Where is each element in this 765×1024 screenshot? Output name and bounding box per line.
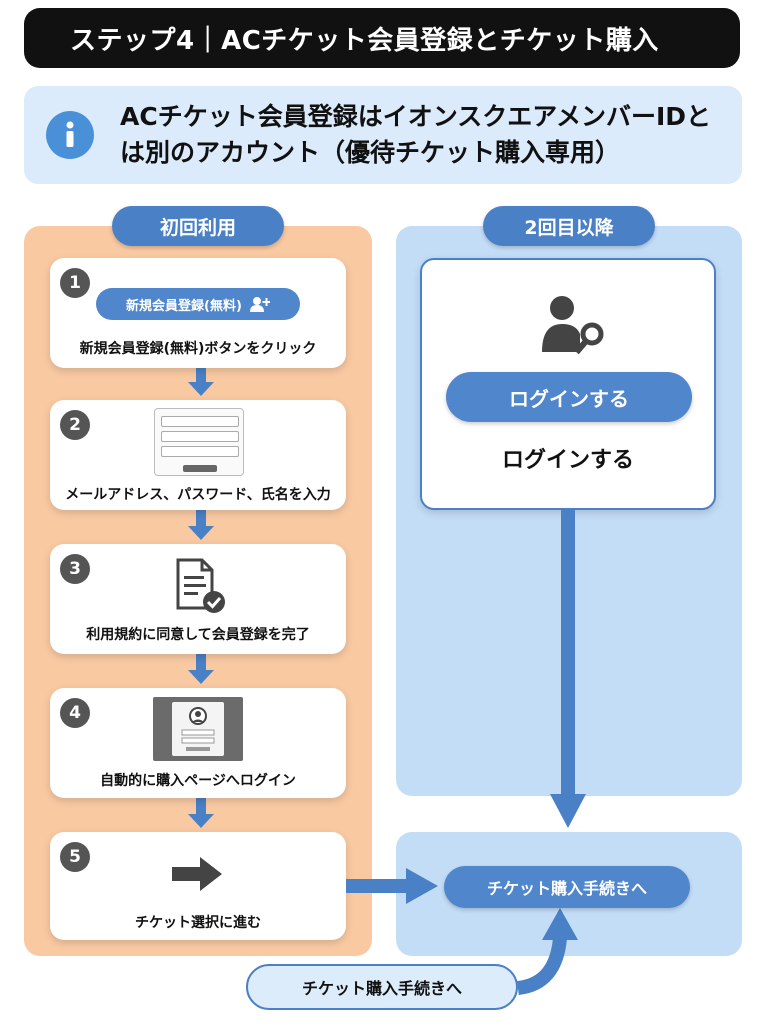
- user-key-icon: [542, 296, 604, 355]
- step-card-2: 2 メールアドレス、パスワード、氏名を入力: [50, 400, 346, 510]
- login-card: ログインする ログインする: [420, 258, 716, 510]
- login-button[interactable]: ログインする: [446, 372, 692, 422]
- page-title: ステップ4｜ACチケット会員登録とチケット購入: [24, 8, 740, 68]
- register-free-button[interactable]: 新規会員登録(無料): [96, 288, 300, 320]
- step-card-1: 1 新規会員登録(無料) 新規会員登録(無料)ボタンをクリック: [50, 258, 346, 368]
- second-use-label: 2回目以降: [483, 206, 655, 246]
- step-number: 1: [60, 268, 90, 298]
- first-use-label-text: 初回利用: [159, 216, 236, 239]
- proceed-label: チケット購入手続きへ: [486, 879, 647, 898]
- proceed-to-purchase-button[interactable]: チケット購入手続きへ: [444, 866, 690, 908]
- document-check-icon: [176, 558, 225, 613]
- step-number: 2: [60, 410, 90, 440]
- step-caption: 自動的に購入ページへログイン: [100, 773, 296, 789]
- step-arrow-1: [188, 366, 214, 396]
- login-text: ログインする: [501, 448, 634, 473]
- bottom-purchase-button[interactable]: チケット購入手続きへ: [246, 964, 518, 1010]
- register-free-label: 新規会員登録(無料): [126, 298, 242, 314]
- step-caption: 利用規約に同意して会員登録を完了: [86, 627, 310, 643]
- arrow-right-icon: [172, 857, 222, 891]
- step5-to-proceed-arrow: [346, 868, 438, 904]
- login-down-arrow: [550, 510, 586, 828]
- info-banner: ACチケット会員登録はイオンスクエアメンバーIDと は別のアカウント（優待チケッ…: [24, 86, 742, 184]
- info-text: ACチケット会員登録はイオンスクエアメンバーIDと は別のアカウント（優待チケッ…: [120, 99, 711, 171]
- step-number: 4: [60, 698, 90, 728]
- profile-screen-icon: [153, 697, 243, 761]
- form-icon: [154, 408, 244, 476]
- first-use-label: 初回利用: [112, 206, 284, 246]
- page-title-text: ステップ4｜ACチケット会員登録とチケット購入: [70, 25, 659, 56]
- step-card-4: 4 自動的に購入ページへログイン: [50, 688, 346, 798]
- step-card-3: 3 利用規約に同意して会員登録を完了: [50, 544, 346, 654]
- step-arrow-2: [188, 510, 214, 540]
- add-user-icon: [249, 297, 270, 312]
- step-card-5: 5 チケット選択に進む: [50, 832, 346, 940]
- step-arrow-4: [188, 798, 214, 828]
- login-button-label: ログインする: [509, 386, 629, 411]
- info-line-1: ACチケット会員登録はイオンスクエアメンバーIDと: [120, 102, 712, 131]
- step-arrow-3: [188, 654, 214, 684]
- info-line-2: は別のアカウント（優待チケット購入専用）: [120, 138, 621, 167]
- bottom-purchase-label: チケット購入手続きへ: [301, 979, 462, 998]
- info-icon: [46, 111, 94, 159]
- step-caption: メールアドレス、パスワード、氏名を入力: [65, 487, 331, 503]
- step-caption: チケット選択に進む: [135, 915, 261, 931]
- step-number: 5: [60, 842, 90, 872]
- second-use-label-text: 2回目以降: [524, 216, 614, 239]
- bottom-curved-arrow: [516, 908, 578, 995]
- step-number: 3: [60, 554, 90, 584]
- step-caption: 新規会員登録(無料)ボタンをクリック: [79, 341, 317, 357]
